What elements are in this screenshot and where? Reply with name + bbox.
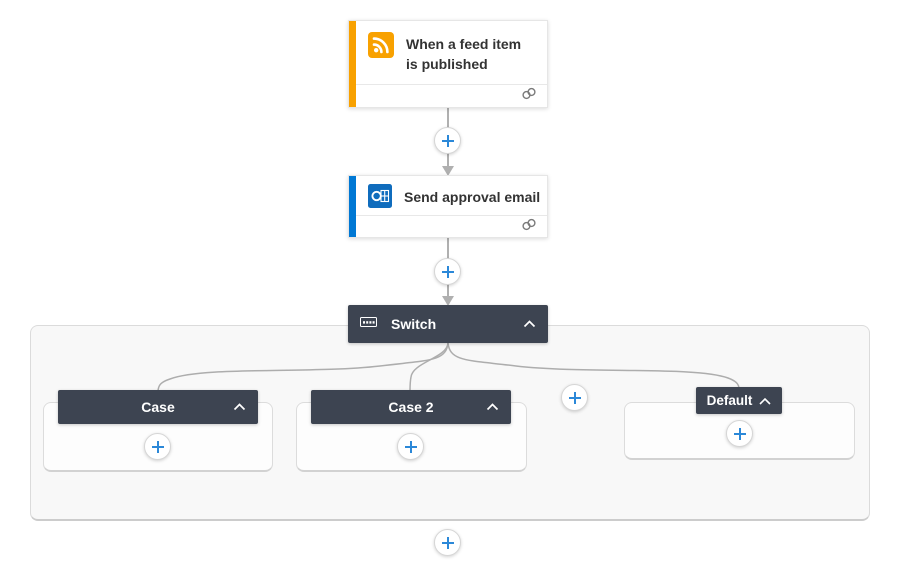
default-case-add-action-button[interactable] [726,420,753,447]
outlook-icon [368,184,392,213]
chevron-up-icon[interactable] [486,398,499,416]
plus-icon [568,391,581,404]
case-1-add-action-button[interactable] [144,433,171,460]
insert-step-button-1[interactable] [434,127,461,154]
default-case-header[interactable]: Default [696,387,782,414]
plus-icon [441,265,454,278]
action-card[interactable]: Send approval email [348,175,548,238]
chevron-up-icon[interactable] [523,315,536,333]
plus-icon [441,536,454,549]
new-step-button[interactable] [434,529,461,556]
chevron-up-icon[interactable] [233,398,246,416]
switch-title: Switch [391,316,437,332]
trigger-card[interactable]: When a feed item is published [348,20,548,108]
case-2-add-action-button[interactable] [397,433,424,460]
plus-icon [404,440,417,453]
plus-icon [733,427,746,440]
plus-icon [441,134,454,147]
connection-link-icon [521,87,537,105]
action-accent-bar [349,176,356,237]
add-case-button[interactable] [561,384,588,411]
case-2-header[interactable]: Case 2 [311,390,511,424]
connection-link-icon [521,218,537,236]
case-2-title: Case 2 [388,399,434,415]
trigger-title: When a feed item is published [406,36,522,73]
case-1-header[interactable]: Case [58,390,258,424]
default-case-title: Default [706,393,753,408]
chevron-up-icon[interactable] [759,392,771,410]
plus-icon [151,440,164,453]
trigger-accent-bar [349,21,356,107]
switch-header[interactable]: Switch [348,305,548,343]
rss-icon [368,32,394,63]
action-title: Send approval email [404,189,541,205]
case-1-title: Case [141,399,175,415]
insert-step-button-2[interactable] [434,258,461,285]
switch-control-icon [360,315,377,333]
